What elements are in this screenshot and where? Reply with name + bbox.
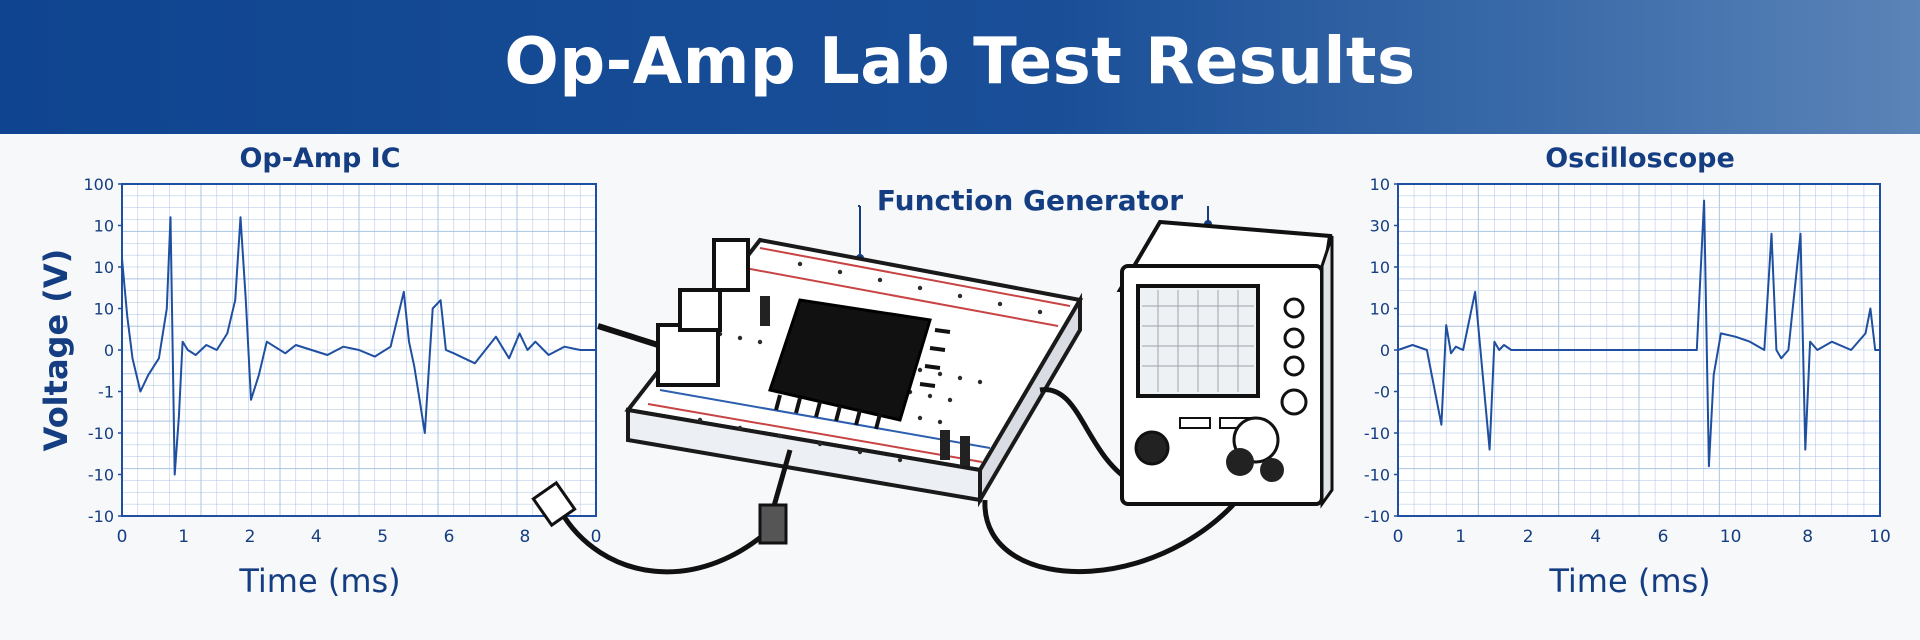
left-chart-ytick-label: 10	[94, 300, 114, 319]
left-chart-xtick-label: 6	[444, 527, 455, 547]
left-chart-ytick-label: -10	[88, 507, 114, 526]
left-chart-series-line	[121, 216, 596, 476]
right-chart-xlabel: Time (ms)	[1549, 562, 1711, 600]
left-chart-xtick-label: 8	[519, 527, 530, 547]
left-chart-ytick-label: 0	[104, 341, 114, 360]
left-chart-ytick-label: 10	[94, 217, 114, 236]
left-chart-ytick-label: 10	[94, 258, 114, 277]
left-chart-xtick-label: 2	[245, 527, 256, 547]
left-chart-xlabel: Time (ms)	[239, 562, 401, 600]
left-chart-ytick-label: -1	[98, 383, 114, 402]
function-generator-label: Function Generator	[876, 184, 1184, 217]
left-chart-xtick-label: 0	[591, 527, 602, 547]
left-chart-title: Op-Amp IC	[239, 143, 401, 174]
left-chart-ytick-label: 100	[83, 175, 114, 194]
right-chart-title: Oscilloscope	[1545, 143, 1735, 174]
left-chart-xtick-label: 5	[377, 527, 388, 547]
page-title: Op-Amp Lab Test Results	[504, 25, 1416, 99]
left-chart-ytick-label: -10	[88, 466, 114, 485]
left-chart-xtick-label: 4	[311, 527, 322, 547]
left-chart-ytick-label: -10	[88, 424, 114, 443]
left-chart-xtick-label: 1	[178, 527, 189, 547]
left-chart-xtick-label: 0	[117, 527, 128, 547]
title-banner	[0, 0, 1920, 134]
